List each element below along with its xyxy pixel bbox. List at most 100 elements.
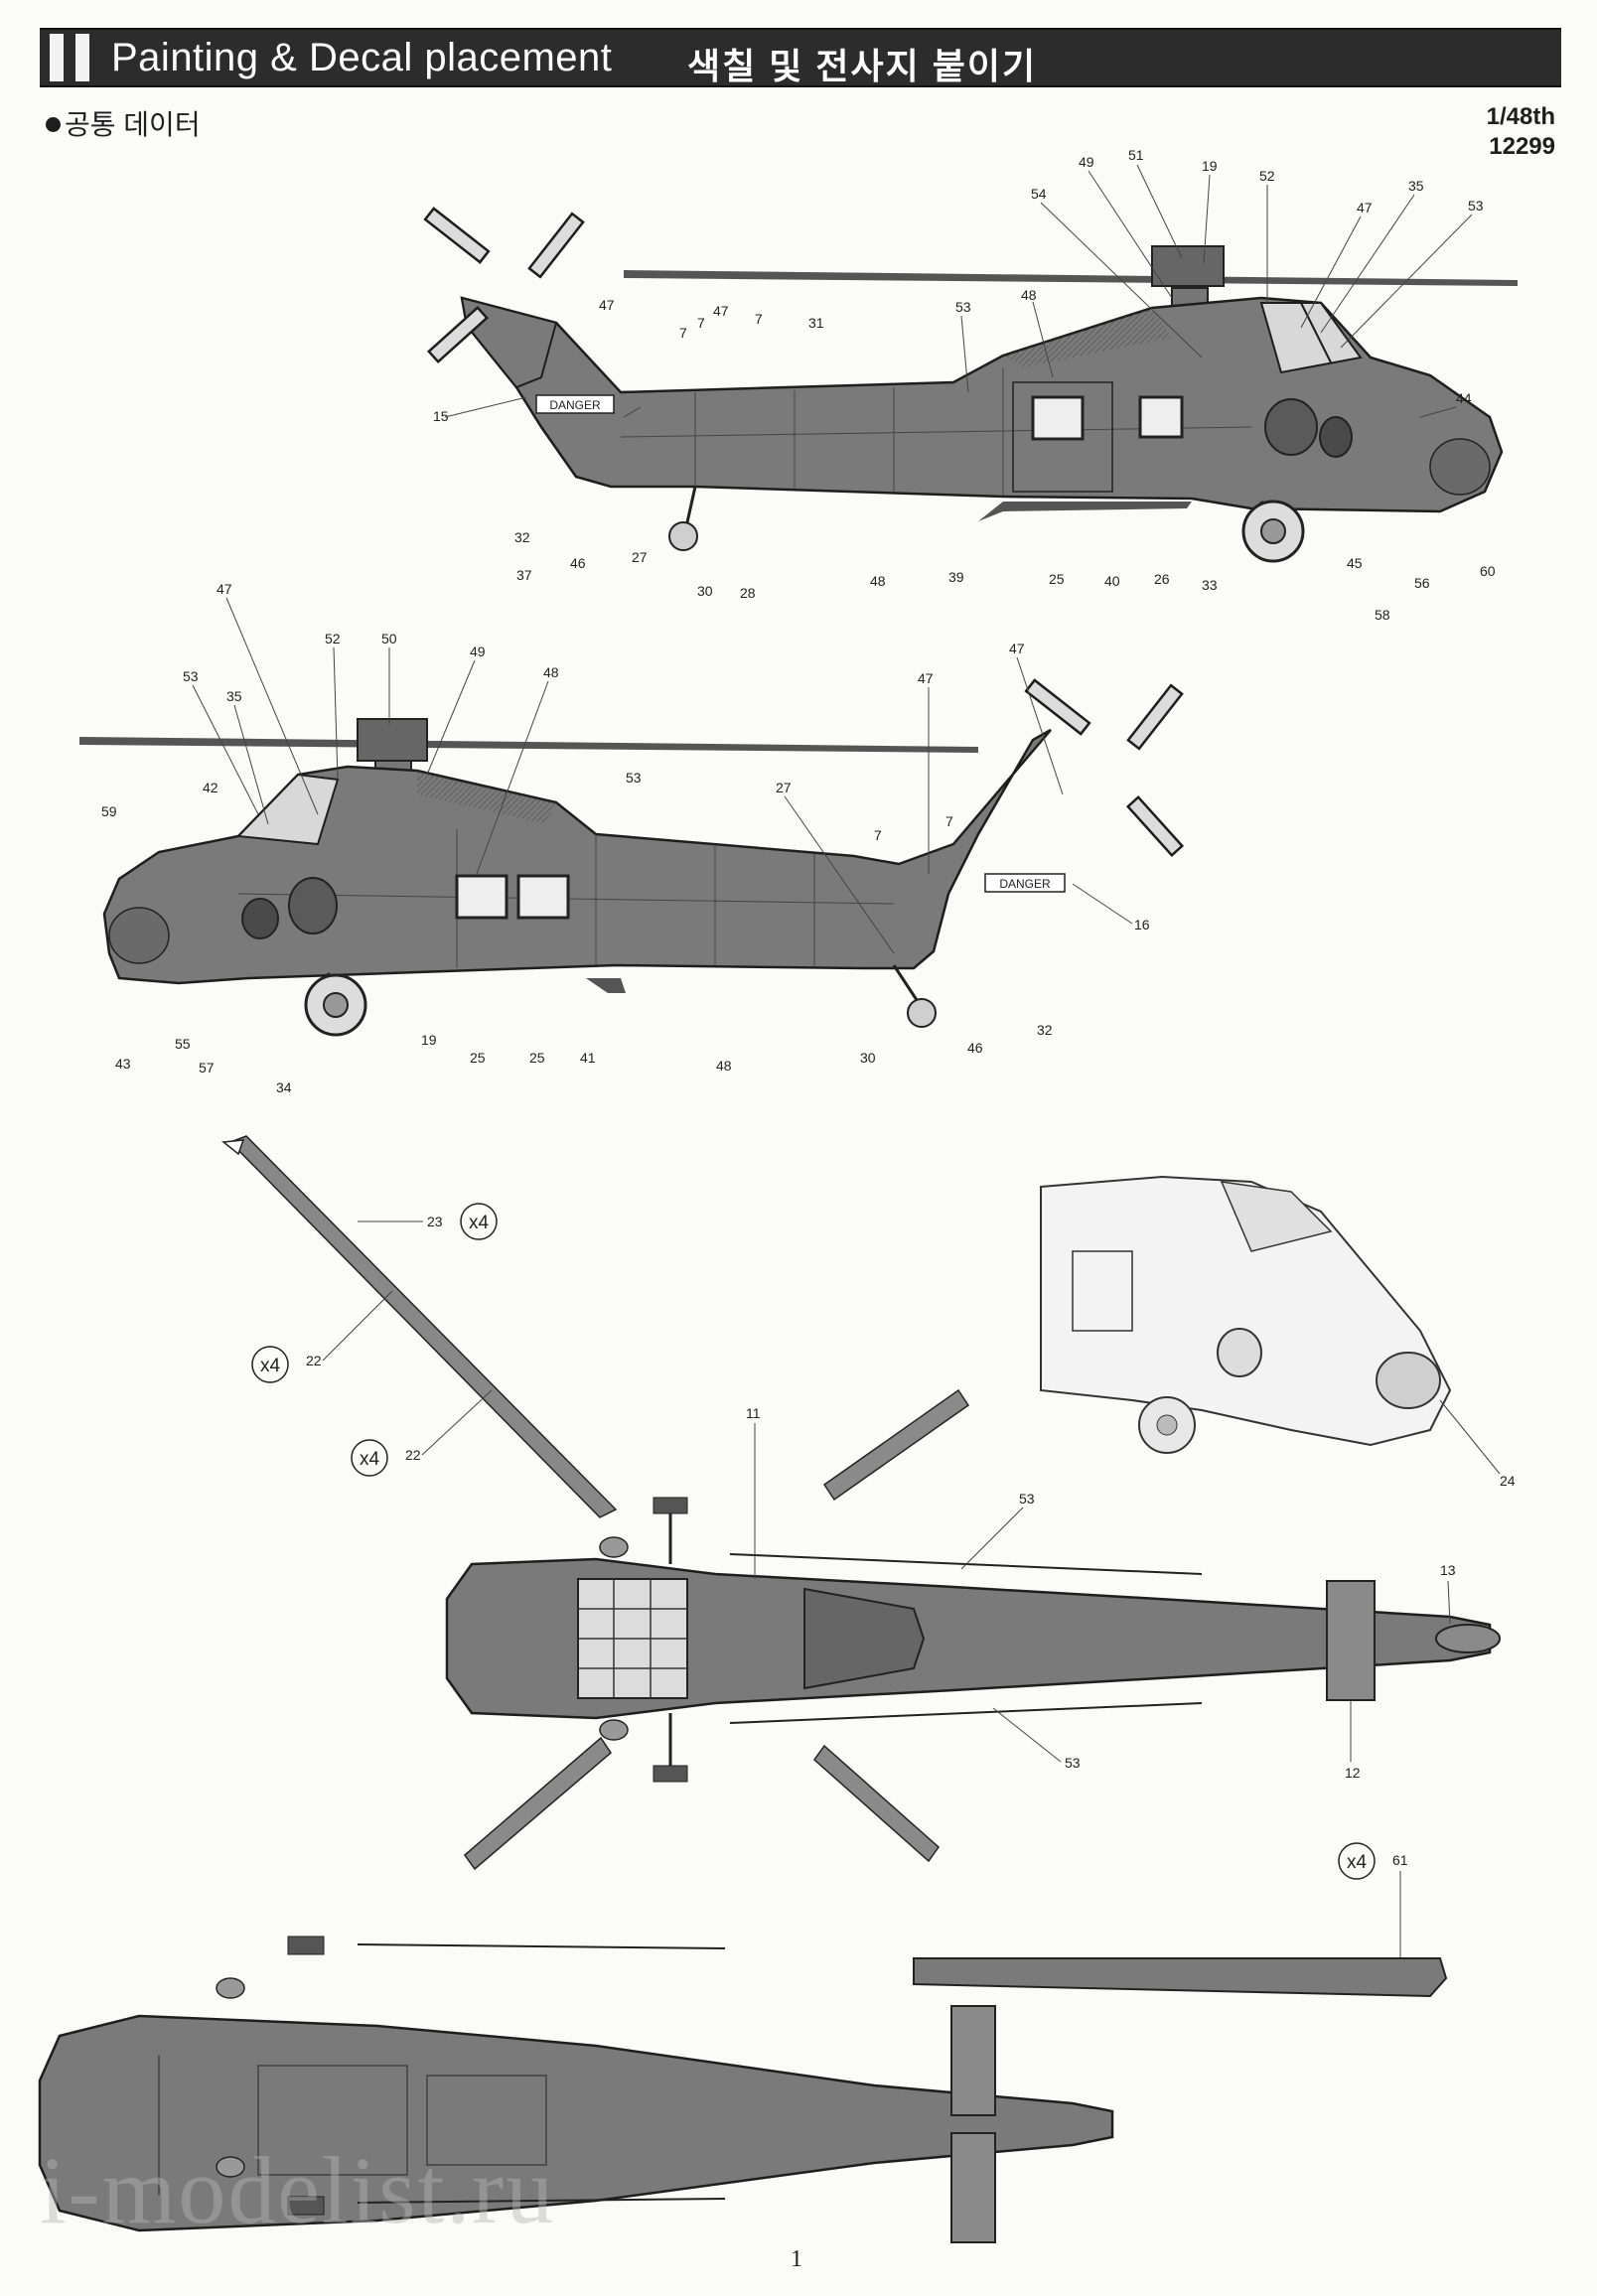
callout: 24 [1500, 1473, 1516, 1489]
callout: 19 [421, 1032, 437, 1048]
quantity-badge: x4 [360, 1449, 380, 1470]
callout: 22 [306, 1353, 322, 1368]
leader-lines-right [444, 164, 1473, 418]
callout: 53 [1019, 1491, 1035, 1507]
quantity-badge: x4 [260, 1356, 281, 1376]
section-label-text: 공통 데이터 [65, 109, 201, 140]
callout: 53 [955, 299, 971, 315]
callout: 59 [101, 803, 117, 819]
callout: 47 [713, 303, 729, 319]
callout: 60 [1480, 563, 1496, 579]
callout: 26 [1154, 571, 1170, 587]
side-view-right: DANGER [423, 207, 1518, 563]
callout: 44 [1456, 390, 1472, 406]
callout: 32 [514, 529, 530, 545]
callout: 55 [175, 1036, 191, 1052]
leader-lines-left [192, 597, 1133, 954]
callout: 30 [697, 583, 713, 599]
leader-lines-top [322, 1220, 1501, 1961]
callout: 47 [918, 670, 934, 686]
callout: 40 [1104, 573, 1120, 589]
callout: 56 [1414, 575, 1430, 591]
callout: 53 [626, 770, 642, 786]
callout: 27 [776, 780, 792, 795]
callout: 13 [1440, 1562, 1456, 1578]
side-view-left: DANGER [79, 678, 1185, 1037]
quantity-badge: x4 [469, 1213, 490, 1233]
callout: 42 [203, 780, 218, 795]
callout: 46 [967, 1040, 983, 1056]
watermark-text: i-modelist.ru [40, 2137, 556, 2243]
callout: 33 [1202, 577, 1218, 593]
callout: 7 [697, 315, 705, 331]
callout: 28 [740, 585, 756, 601]
callout: 11 [746, 1405, 761, 1421]
callout: 49 [1079, 154, 1094, 170]
callout: 19 [1202, 158, 1218, 174]
callout: 25 [470, 1050, 486, 1066]
callout: 16 [1134, 917, 1150, 933]
callout: 53 [183, 668, 199, 684]
callout: 50 [381, 631, 397, 646]
callout: 53 [1468, 198, 1484, 214]
callout: 43 [115, 1056, 131, 1072]
danger-decal-left: DANGER [999, 877, 1051, 891]
scale-label: 1/48th [1486, 103, 1555, 130]
callout: 25 [1049, 571, 1065, 587]
callout: 34 [276, 1079, 292, 1095]
nose-detail-inset [1040, 1175, 1452, 1454]
header-stripe [75, 34, 89, 81]
danger-decal-right: DANGER [549, 398, 601, 412]
callout: 57 [199, 1060, 215, 1076]
callout: 35 [1408, 178, 1424, 194]
callout: 46 [570, 555, 586, 571]
callout: 22 [405, 1447, 421, 1463]
page-number: 1 [791, 2246, 802, 2272]
callout: 25 [529, 1050, 545, 1066]
callout: 53 [1065, 1755, 1081, 1771]
callout: 49 [470, 644, 486, 659]
callout: 47 [217, 581, 232, 597]
kit-number: 12299 [1489, 133, 1555, 160]
callout: 31 [808, 315, 824, 331]
bullet-icon [46, 117, 61, 132]
quantity-badge: x4 [1347, 1852, 1368, 1873]
top-view [221, 1135, 1501, 1871]
quantity-badges: x4 x4 x4 x4 [251, 1203, 1376, 1880]
callout: 7 [755, 311, 763, 327]
callout: 30 [860, 1050, 876, 1066]
callouts-side-right: 49 51 19 52 47 35 53 54 48 53 47 7 7 31 … [433, 147, 1496, 623]
callout: 41 [580, 1050, 596, 1066]
callout: 52 [1259, 168, 1275, 184]
callout: 47 [1009, 641, 1025, 656]
callout: 48 [870, 573, 886, 589]
callout: 37 [516, 567, 532, 583]
callouts-top: 23 22 22 11 53 13 53 12 24 61 [306, 1214, 1516, 1868]
callout: 47 [1357, 200, 1373, 215]
callout: 15 [433, 408, 449, 424]
callout: 12 [1345, 1765, 1361, 1781]
callout: 48 [543, 664, 559, 680]
page-title-korean: 색칠 및 전사지 붙이기 [687, 46, 1038, 86]
callout: 39 [948, 569, 964, 585]
callout: 54 [1031, 186, 1047, 202]
callout: 47 [599, 297, 615, 313]
page-title-english: Painting & Decal placement [111, 36, 613, 79]
callout: 7 [874, 827, 882, 843]
callout: 23 [427, 1214, 443, 1229]
callout: 52 [325, 631, 341, 646]
callout: 48 [716, 1058, 732, 1074]
callout: 58 [1375, 607, 1390, 623]
callout: 51 [1128, 147, 1144, 163]
section-label: 공통 데이터 [46, 103, 201, 143]
callout: 45 [1347, 555, 1363, 571]
callouts-side-left: 47 52 50 49 48 53 35 42 59 53 27 47 7 7 … [101, 581, 1150, 1095]
blade-detail [913, 1957, 1448, 1998]
callout: 27 [632, 549, 648, 565]
header-stripe [50, 34, 64, 81]
bottom-view [38, 1936, 1114, 2243]
callout: 7 [945, 813, 953, 829]
callout: 61 [1392, 1852, 1408, 1868]
